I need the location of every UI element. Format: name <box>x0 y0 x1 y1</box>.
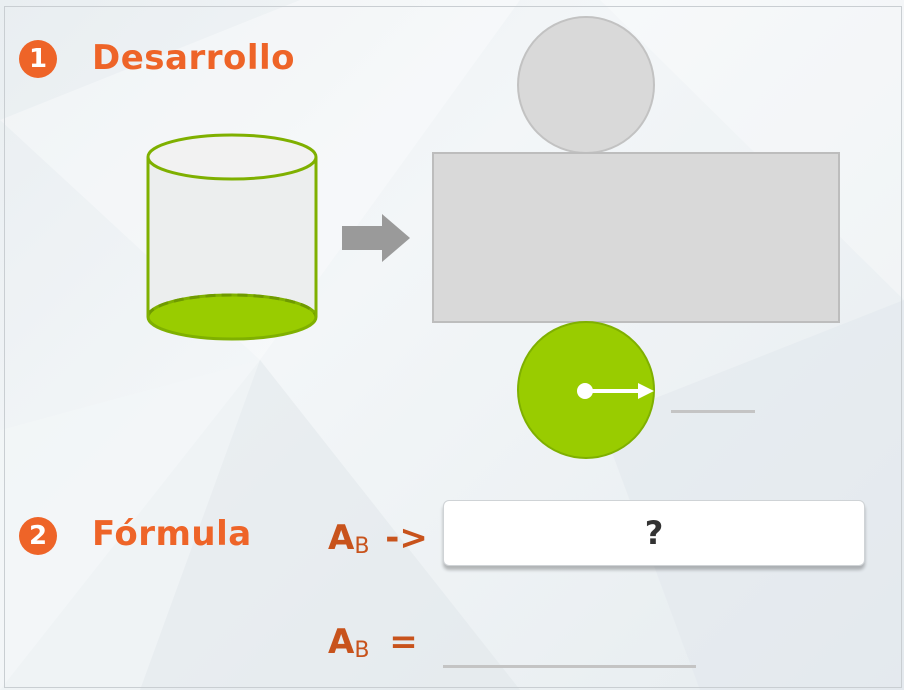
arrow-text: -> <box>385 518 428 558</box>
radius-answer-blank[interactable] <box>671 410 755 413</box>
net-lateral-rectangle <box>432 152 840 323</box>
step-2-badge: 2 <box>19 517 57 555</box>
base-area-label: AB -> <box>328 518 428 559</box>
answer-placeholder: ? <box>644 514 664 552</box>
step-1-title: Desarrollo <box>92 38 296 78</box>
area-subscript-2: B <box>354 638 370 663</box>
area-symbol-2: A <box>328 622 355 662</box>
area-subscript: B <box>354 534 370 559</box>
arrow-right-icon <box>342 214 410 262</box>
step-2-title: Fórmula <box>92 514 252 554</box>
formula-answer-box[interactable]: ? <box>443 500 865 566</box>
result-answer-blank[interactable] <box>443 665 696 668</box>
base-area-equation-label: AB = <box>328 622 418 663</box>
net-top-circle <box>517 16 655 154</box>
cylinder-illustration <box>146 133 318 341</box>
step-1-badge: 1 <box>19 40 57 78</box>
area-symbol: A <box>328 518 355 558</box>
radius-arrow-icon <box>577 383 654 399</box>
cylinder-net <box>432 16 840 459</box>
equals-text: = <box>389 622 418 662</box>
